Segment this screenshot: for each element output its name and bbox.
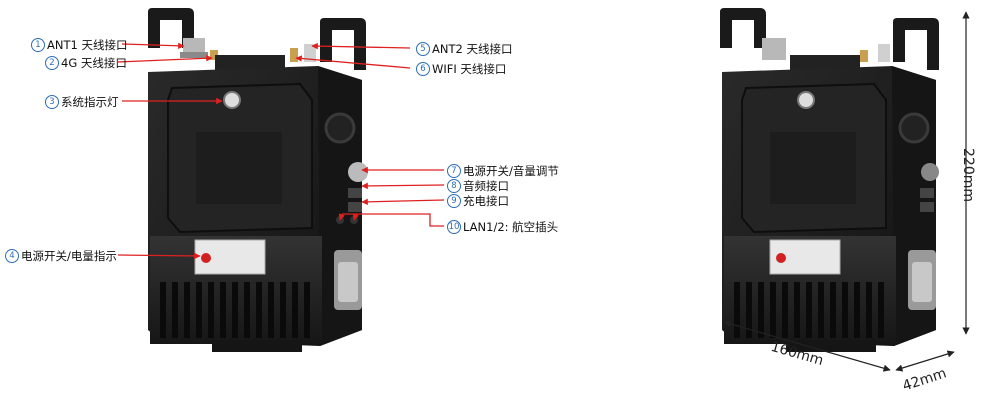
- label-power-battery: 电源开关/电量指示: [21, 249, 117, 263]
- label-ant1: ANT1 天线接口: [47, 38, 128, 52]
- arrow-5: [311, 42, 411, 50]
- arrow-8: [361, 182, 445, 190]
- callout-7: 7 电源开关/音量调节: [447, 163, 559, 179]
- callout-4: 4 电源开关/电量指示: [5, 248, 117, 264]
- badge-10: 10: [447, 220, 461, 234]
- badge-7: 7: [447, 164, 461, 178]
- label-audio: 音频接口: [463, 179, 509, 193]
- badge-8: 8: [447, 179, 461, 193]
- height-label: 220mm: [960, 148, 976, 202]
- label-ant2: ANT2 天线接口: [432, 42, 513, 56]
- device-right: [720, 8, 939, 352]
- arrow-1: [121, 42, 185, 50]
- badge-5: 5: [416, 42, 430, 56]
- arrow-6: [295, 55, 411, 69]
- callout-9: 9 充电接口: [447, 193, 509, 209]
- callout-8: 8 音频接口: [447, 178, 509, 194]
- label-wifi: WIFI 天线接口: [432, 62, 507, 76]
- callout-2: 2 4G 天线接口: [45, 55, 127, 71]
- callout-10: 10 LAN1/2: 航空插头: [447, 219, 558, 235]
- arrow-4: [117, 252, 201, 260]
- device-left: [148, 8, 368, 352]
- callout-6: 6 WIFI 天线接口: [416, 61, 506, 77]
- width-dimension-line: [723, 320, 891, 372]
- arrow-10a: [338, 213, 345, 221]
- callout-5: 5 ANT2 天线接口: [416, 41, 512, 57]
- dimension-lines: [723, 11, 970, 372]
- callout-arrows: [117, 42, 445, 260]
- label-system-indicator: 系统指示灯: [61, 95, 119, 109]
- callout-3: 3 系统指示灯: [45, 94, 119, 110]
- badge-4: 4: [5, 249, 19, 263]
- label-charge: 充电接口: [463, 194, 509, 208]
- label-power-volume: 电源开关/音量调节: [463, 164, 559, 178]
- arrow-10-branch: [342, 213, 444, 227]
- callout-1: 1 ANT1 天线接口: [31, 37, 127, 53]
- badge-6: 6: [416, 62, 430, 76]
- arrow-9: [361, 198, 445, 206]
- badge-2: 2: [45, 56, 59, 70]
- arrow-2: [117, 55, 213, 63]
- arrow-10b: [352, 213, 359, 221]
- badge-3: 3: [45, 95, 59, 109]
- badge-1: 1: [31, 38, 45, 52]
- label-lan: LAN1/2: 航空插头: [463, 220, 559, 234]
- depth-dimension-line: [895, 350, 955, 372]
- badge-9: 9: [447, 194, 461, 208]
- label-4g: 4G 天线接口: [61, 56, 127, 70]
